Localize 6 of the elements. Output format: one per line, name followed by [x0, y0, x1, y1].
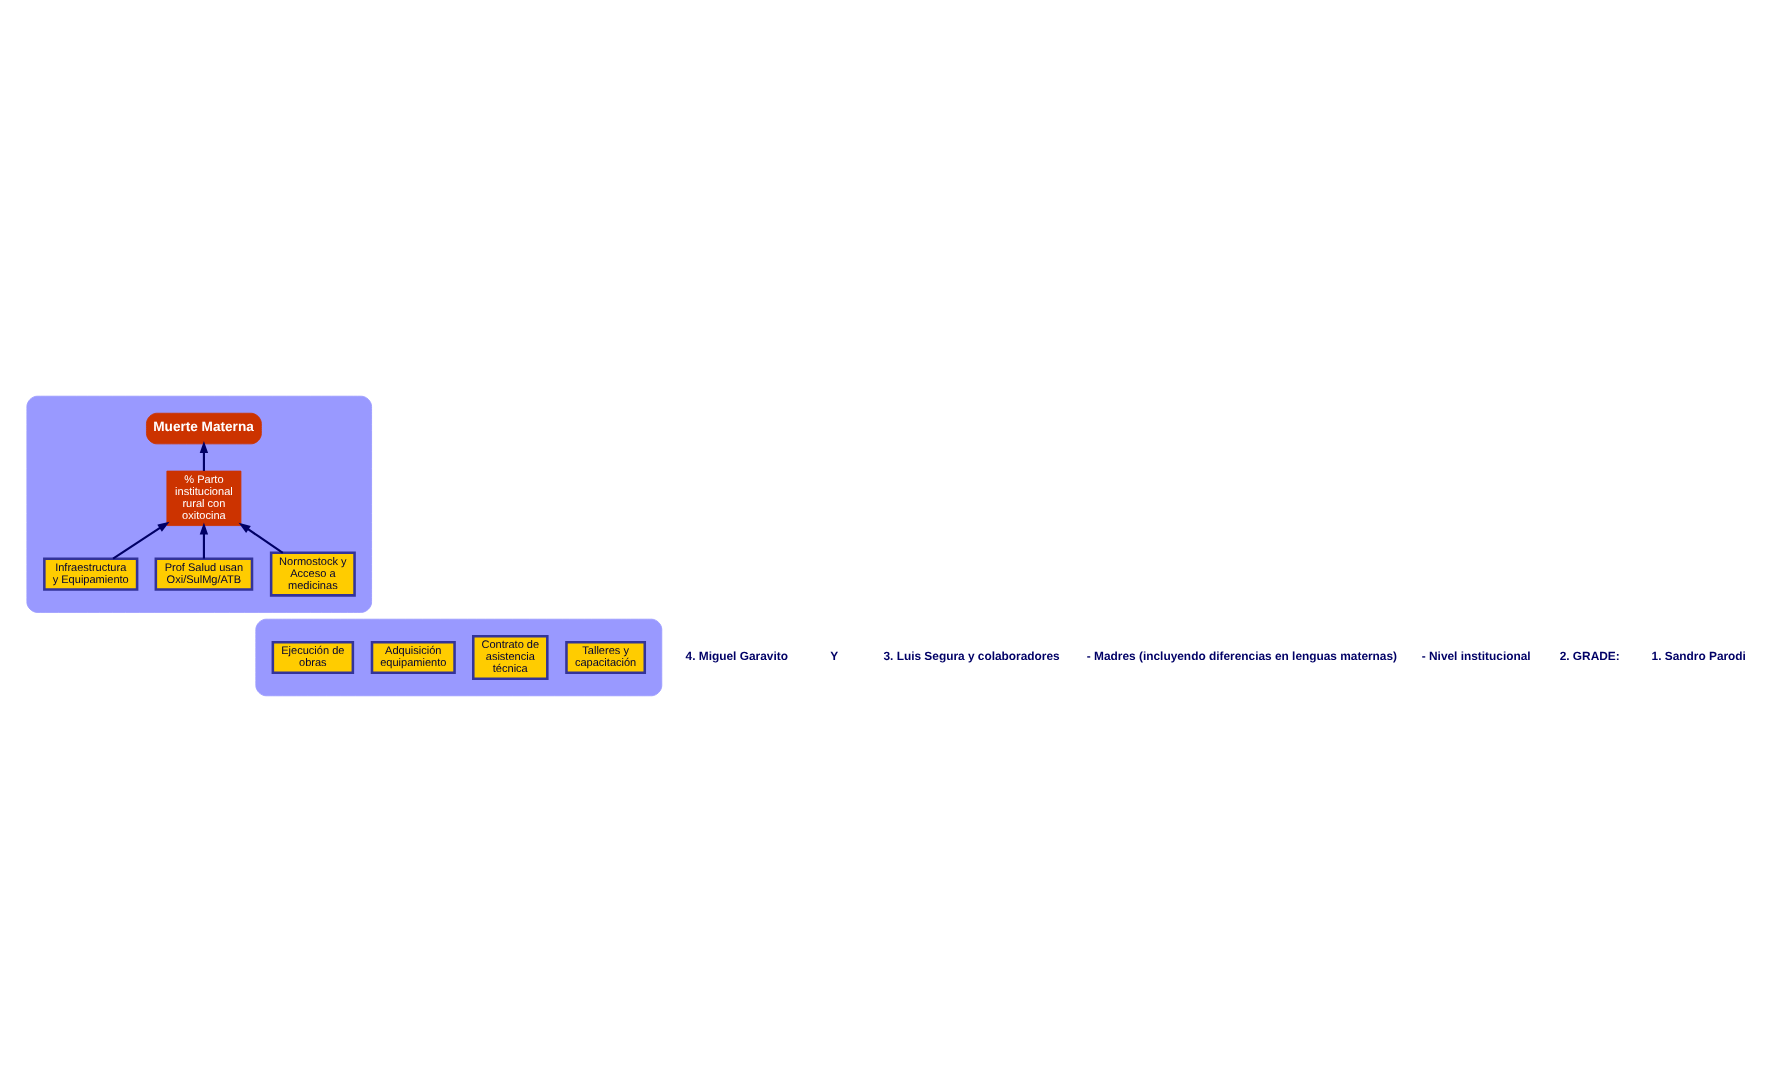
cluster: [26, 395, 372, 613]
arrow: [199, 522, 209, 559]
arrow: [199, 440, 209, 471]
arrow: [112, 521, 170, 560]
arrow: [238, 522, 284, 554]
cluster: [255, 618, 663, 697]
